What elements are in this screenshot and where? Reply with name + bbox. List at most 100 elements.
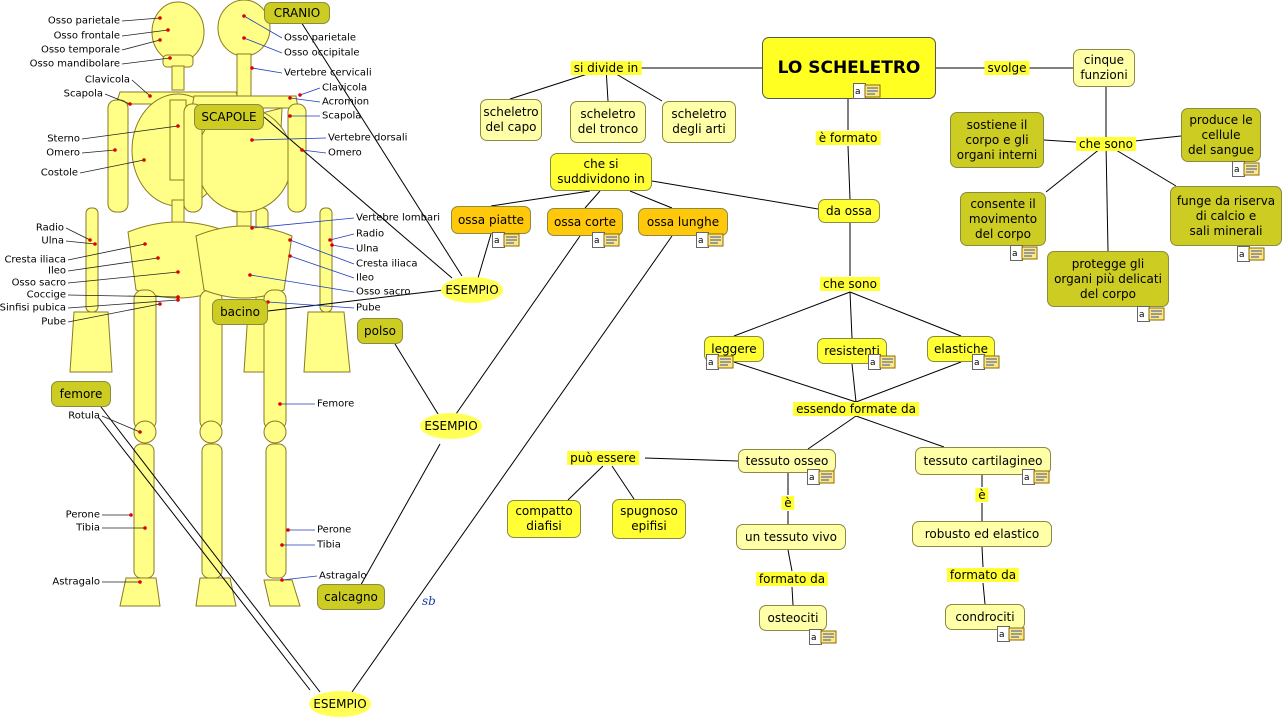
concept-link-line xyxy=(351,235,673,693)
author-signature: sb xyxy=(422,594,436,608)
node-produce[interactable]: produce le cellule del sangue xyxy=(1181,108,1261,162)
bone-leader-line xyxy=(65,227,91,241)
bone-leader-line xyxy=(121,17,161,22)
bone-leader-line xyxy=(121,29,169,37)
note-attachment-icon[interactable]: a xyxy=(809,629,837,645)
node-condrociti[interactable]: condrociti xyxy=(945,604,1025,630)
note-attachment-icon[interactable]: a xyxy=(592,232,620,248)
bone-leader-line xyxy=(331,244,355,250)
node-ossa-corte[interactable]: ossa corte xyxy=(547,208,623,236)
note-attachment-icon[interactable]: a xyxy=(492,232,520,248)
bone-leader-line xyxy=(249,274,355,293)
note-attachment-icon[interactable]: a xyxy=(997,626,1025,642)
node-che-si-suddividono[interactable]: che si suddividono in xyxy=(550,153,652,191)
bone-marker-dot xyxy=(142,158,146,162)
node-leggere[interactable]: leggere xyxy=(704,336,764,362)
bone-leader-line xyxy=(65,240,96,245)
concept-link-line xyxy=(295,13,463,277)
esempio-bubble[interactable]: ESEMPIO xyxy=(441,277,503,303)
link-e-formato: è formato xyxy=(815,131,881,145)
bone-label-front: Ileo xyxy=(48,265,66,277)
bone-marker-dot xyxy=(143,526,147,530)
node-spugnoso[interactable]: spugnoso epifisi xyxy=(612,499,686,539)
node-ossa-piatte[interactable]: ossa piatte xyxy=(451,206,531,234)
bone-leader-line xyxy=(79,159,145,174)
bone-marker-dot xyxy=(143,242,147,246)
bone-label-front: Tibia xyxy=(76,522,100,534)
note-attachment-icon[interactable]: a xyxy=(1022,469,1050,485)
node-scheletro-arti[interactable]: scheletro degli arti xyxy=(662,101,736,143)
concept-link-line xyxy=(855,361,962,403)
node-scheletro-capo[interactable]: scheletro del capo xyxy=(480,99,542,141)
bone-label-front: Osso parietale xyxy=(47,15,120,27)
bone-label-front: Osso temporale xyxy=(40,44,120,56)
node-robusto[interactable]: robusto ed elastico xyxy=(912,521,1052,547)
bone-marker-dot xyxy=(288,114,292,118)
note-attachment-icon[interactable]: a xyxy=(868,354,896,370)
node-scheletro-tronco[interactable]: scheletro del tronco xyxy=(570,101,646,143)
note-attachment-icon[interactable]: a xyxy=(1232,161,1260,177)
node-da-ossa[interactable]: da ossa xyxy=(818,199,880,223)
note-attachment-icon[interactable]: a xyxy=(853,83,881,99)
bone-label-back: Acromion xyxy=(322,96,370,108)
bone-label-front: Sterno xyxy=(47,133,80,145)
bone-label-back: Scapola xyxy=(322,110,362,122)
note-attachment-icon[interactable]: a xyxy=(972,354,1000,370)
link-formato-da-condrociti: formato da xyxy=(946,568,1020,582)
node-compatto[interactable]: compatto diafisi xyxy=(507,500,581,538)
svg-text:a: a xyxy=(1239,250,1245,260)
bone-label-back: Osso occipitale xyxy=(284,47,360,59)
node-cranio[interactable]: CRANIO xyxy=(264,2,330,24)
bone-label-front: Rotula xyxy=(68,410,100,422)
bone-label-back: Cresta iliaca xyxy=(356,258,418,270)
bone-label-back: Osso parietale xyxy=(284,32,357,44)
bone-leader-line xyxy=(329,233,355,241)
bone-marker-dot xyxy=(176,270,180,274)
concept-link-line xyxy=(733,291,851,337)
note-attachment-icon[interactable]: a xyxy=(1137,306,1165,322)
node-funge[interactable]: funge da riserva di calcio e sali minera… xyxy=(1170,186,1282,246)
node-bacino[interactable]: bacino xyxy=(212,299,268,325)
bone-leader-line xyxy=(67,257,159,272)
node-sostiene[interactable]: sostiene il corpo e gli organi interni xyxy=(950,112,1044,168)
bone-leader-line xyxy=(67,243,146,261)
bone-label-back: Tibia xyxy=(317,539,341,551)
bone-label-front: Cresta iliaca xyxy=(4,254,66,266)
svg-text:a: a xyxy=(974,358,980,368)
esempio-bubble[interactable]: ESEMPIO xyxy=(309,691,371,717)
bone-marker-dot xyxy=(168,56,172,60)
node-osteociti[interactable]: osteociti xyxy=(759,605,827,631)
link-svolge: svolge xyxy=(984,61,1030,75)
bone-marker-dot xyxy=(129,513,133,517)
bone-leader-line xyxy=(289,97,321,103)
note-attachment-icon[interactable]: a xyxy=(1010,245,1038,261)
bone-leader-line xyxy=(289,255,355,279)
concept-link-line xyxy=(357,443,441,591)
note-attachment-icon[interactable]: a xyxy=(706,354,734,370)
concept-link-line xyxy=(787,549,793,572)
bone-leader-line xyxy=(281,575,318,581)
node-femore[interactable]: femore xyxy=(51,381,111,407)
node-cinque-funzioni[interactable]: cinque funzioni xyxy=(1073,49,1135,87)
node-protegge[interactable]: protegge gli organi più delicati del cor… xyxy=(1047,251,1169,307)
node-polso[interactable]: polso xyxy=(357,318,403,344)
node-calcagno[interactable]: calcagno xyxy=(317,584,385,610)
node-ossa-lunghe[interactable]: ossa lunghe xyxy=(638,208,728,236)
note-attachment-icon[interactable]: a xyxy=(696,232,724,248)
node-consente[interactable]: consente il movimento del corpo xyxy=(960,192,1046,246)
note-attachment-icon[interactable]: a xyxy=(1237,246,1265,262)
node-tessuto-vivo[interactable]: un tessuto vivo xyxy=(736,524,846,550)
bone-marker-dot xyxy=(328,238,332,242)
bone-leaders-front xyxy=(65,16,180,584)
bone-label-back: Osso sacro xyxy=(356,286,411,298)
note-attachment-icon[interactable]: a xyxy=(807,469,835,485)
esempio-bubble[interactable]: ESEMPIO xyxy=(420,413,482,439)
bone-label-front: Ulna xyxy=(41,235,64,247)
bone-marker-dot xyxy=(176,295,180,299)
bone-label-front: Pube xyxy=(41,316,66,328)
concept-link-line xyxy=(611,465,635,500)
node-scapole[interactable]: SCAPOLE xyxy=(194,104,264,130)
bone-marker-dot xyxy=(242,14,246,18)
main-title-node[interactable]: LO SCHELETRO xyxy=(762,37,936,99)
bone-marker-dot xyxy=(250,66,254,70)
